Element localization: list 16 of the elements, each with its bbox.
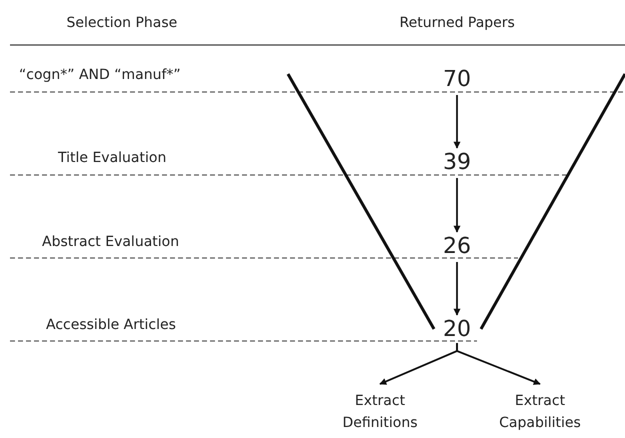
arrow	[454, 178, 460, 233]
phase-label: Title Evaluation	[58, 149, 166, 167]
arrow	[454, 95, 460, 149]
output-step: Extract Definitions	[330, 390, 430, 434]
phase-label: “cogn*” AND “manuf*”	[19, 66, 181, 84]
paper-count: 39	[432, 150, 482, 176]
column-header: Selection Phase	[66, 14, 178, 32]
arrow	[456, 343, 541, 385]
paper-count: 20	[432, 317, 482, 343]
output-step: Extract Capabilities	[490, 390, 590, 434]
paper-count: 26	[432, 234, 482, 260]
column-header: Returned Papers	[400, 14, 515, 32]
paper-count: 70	[432, 67, 482, 93]
arrow	[454, 262, 460, 316]
phase-label: Abstract Evaluation	[42, 233, 180, 251]
phase-label: Accessible Articles	[46, 316, 176, 334]
